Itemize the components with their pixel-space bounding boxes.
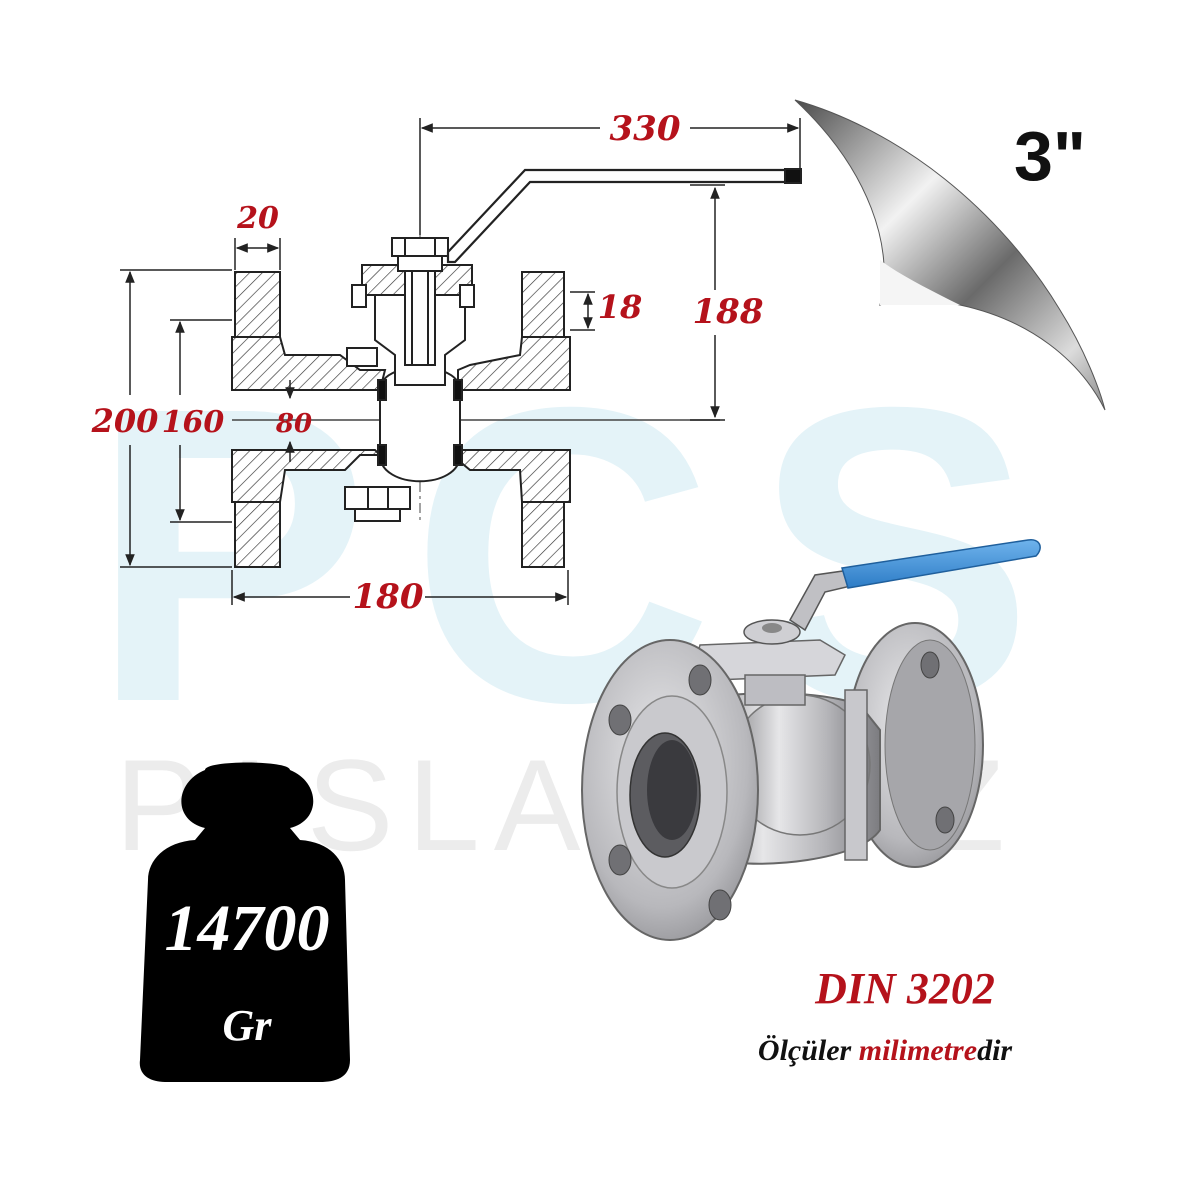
dim-flange-thickness: 20 xyxy=(236,201,279,236)
dim-handle-length: 330 xyxy=(610,109,681,149)
dim-bore: 80 xyxy=(275,409,312,439)
size-label: 3" xyxy=(1014,117,1086,195)
weight-value: 14700 xyxy=(165,892,330,965)
dim-face-to-face: 180 xyxy=(353,577,424,617)
weight-unit: Gr xyxy=(223,1001,273,1050)
dim-flange-diameter: 200 xyxy=(91,402,159,440)
dim-handle-height: 188 xyxy=(693,292,764,332)
units-note-prefix: Ölçüler xyxy=(758,1034,859,1067)
valve-product-image xyxy=(581,539,1041,941)
dim-bolt-circle: 160 xyxy=(162,405,225,440)
weight-badge: 14700 Gr xyxy=(139,762,350,1082)
cross-section-drawing xyxy=(231,168,802,568)
dimension-lines xyxy=(120,118,801,605)
units-note-suffix: dir xyxy=(977,1034,1012,1067)
dim-stem-height: 18 xyxy=(598,288,643,326)
units-note-highlight: milimetre xyxy=(859,1034,977,1067)
units-note: Ölçüler milimetredir xyxy=(758,1034,1012,1067)
standard-label: DIN 3202 xyxy=(814,964,995,1013)
page-curl xyxy=(794,99,1106,411)
